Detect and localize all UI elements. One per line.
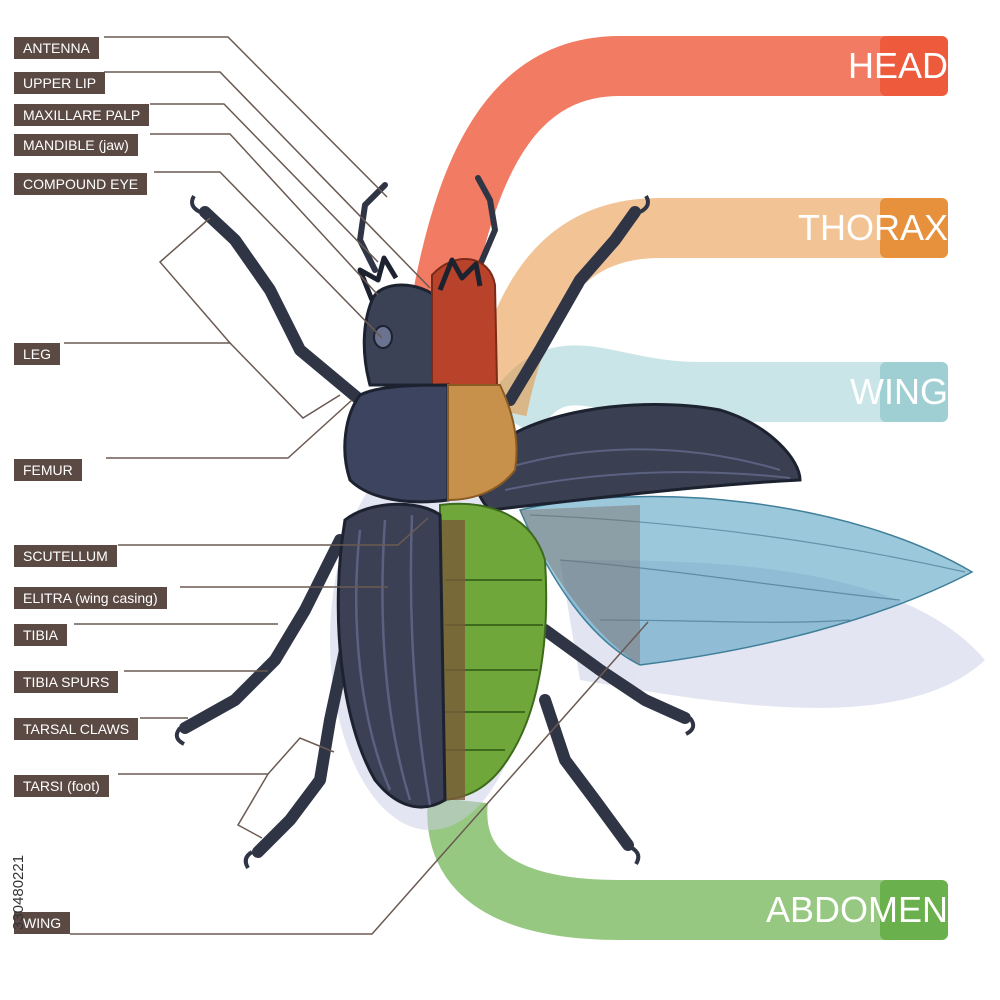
label-tibia: TIBIA [14, 624, 68, 646]
beetle-thorax-colored [447, 384, 518, 502]
label-tarsal-claws: TARSAL CLAWS [14, 718, 139, 740]
left-elytron-ridges [355, 514, 432, 806]
abdomen-segments [445, 579, 543, 751]
beetle-head-colored [431, 258, 499, 386]
abdomen-membrane [440, 520, 465, 800]
leader-femur [106, 399, 353, 459]
label-tibia-spurs: TIBIA SPURS [14, 671, 119, 693]
label-maxillare-palp: MAXILLARE PALP [14, 104, 150, 126]
hind-wing-base [520, 505, 640, 665]
label-wing: WING [14, 912, 71, 934]
label-tarsi: TARSI (foot) [14, 775, 109, 797]
region-thorax-label: THORAX [797, 207, 948, 248]
hind-right-leg [539, 694, 634, 851]
leader-leg-lower [229, 342, 341, 419]
beetle-abdomen-colored [439, 502, 548, 802]
head-band [412, 36, 900, 306]
leader-wing [70, 621, 649, 935]
beetle-thorax-dark [343, 383, 450, 504]
hind-wing-veins [529, 514, 966, 623]
leader-tarsi-lower [236, 773, 269, 839]
raised-elytron-ridges [499, 448, 791, 491]
thorax-band [467, 198, 900, 417]
label-scutellum: SCUTELLUM [14, 545, 117, 567]
leader-leg [64, 217, 232, 344]
leader-compound-eye [154, 171, 383, 339]
left-antenna [357, 182, 388, 273]
leader-scutellum [118, 517, 429, 546]
leader-mandible [150, 133, 379, 296]
front-right-leg [504, 206, 641, 406]
leader-upper-lip [104, 71, 431, 289]
tarsal-claw-marks [174, 194, 696, 870]
label-femur: FEMUR [14, 459, 82, 481]
abdomen-band-end [880, 880, 948, 940]
leader-antenna [104, 36, 388, 198]
wing-band-end [880, 362, 948, 422]
abdomen-band [427, 796, 900, 940]
hind-left-leg [252, 644, 351, 858]
label-leg: LEG [14, 343, 61, 365]
mid-right-leg [539, 624, 691, 724]
leader-tarsi [118, 737, 335, 775]
compound-eye [373, 325, 393, 349]
label-upper-lip: UPPER LIP [14, 72, 106, 94]
label-compound-eye: COMPOUND EYE [14, 173, 148, 195]
head-band-end [880, 36, 948, 96]
thorax-band-end [880, 198, 948, 258]
right-antenna [475, 175, 498, 268]
label-elitra: ELITRA (wing casing) [14, 587, 167, 609]
label-antenna: ANTENNA [14, 37, 99, 59]
side-code-text: 330480221 [10, 854, 27, 930]
region-abdomen-label: ABDOMEN [765, 889, 948, 930]
region-head-label: HEAD [847, 45, 948, 86]
region-wing-label: WING [850, 371, 948, 412]
leader-maxillare-palp [150, 103, 379, 263]
front-left-leg [199, 206, 366, 406]
label-mandible: MANDIBLE (jaw) [14, 134, 138, 156]
